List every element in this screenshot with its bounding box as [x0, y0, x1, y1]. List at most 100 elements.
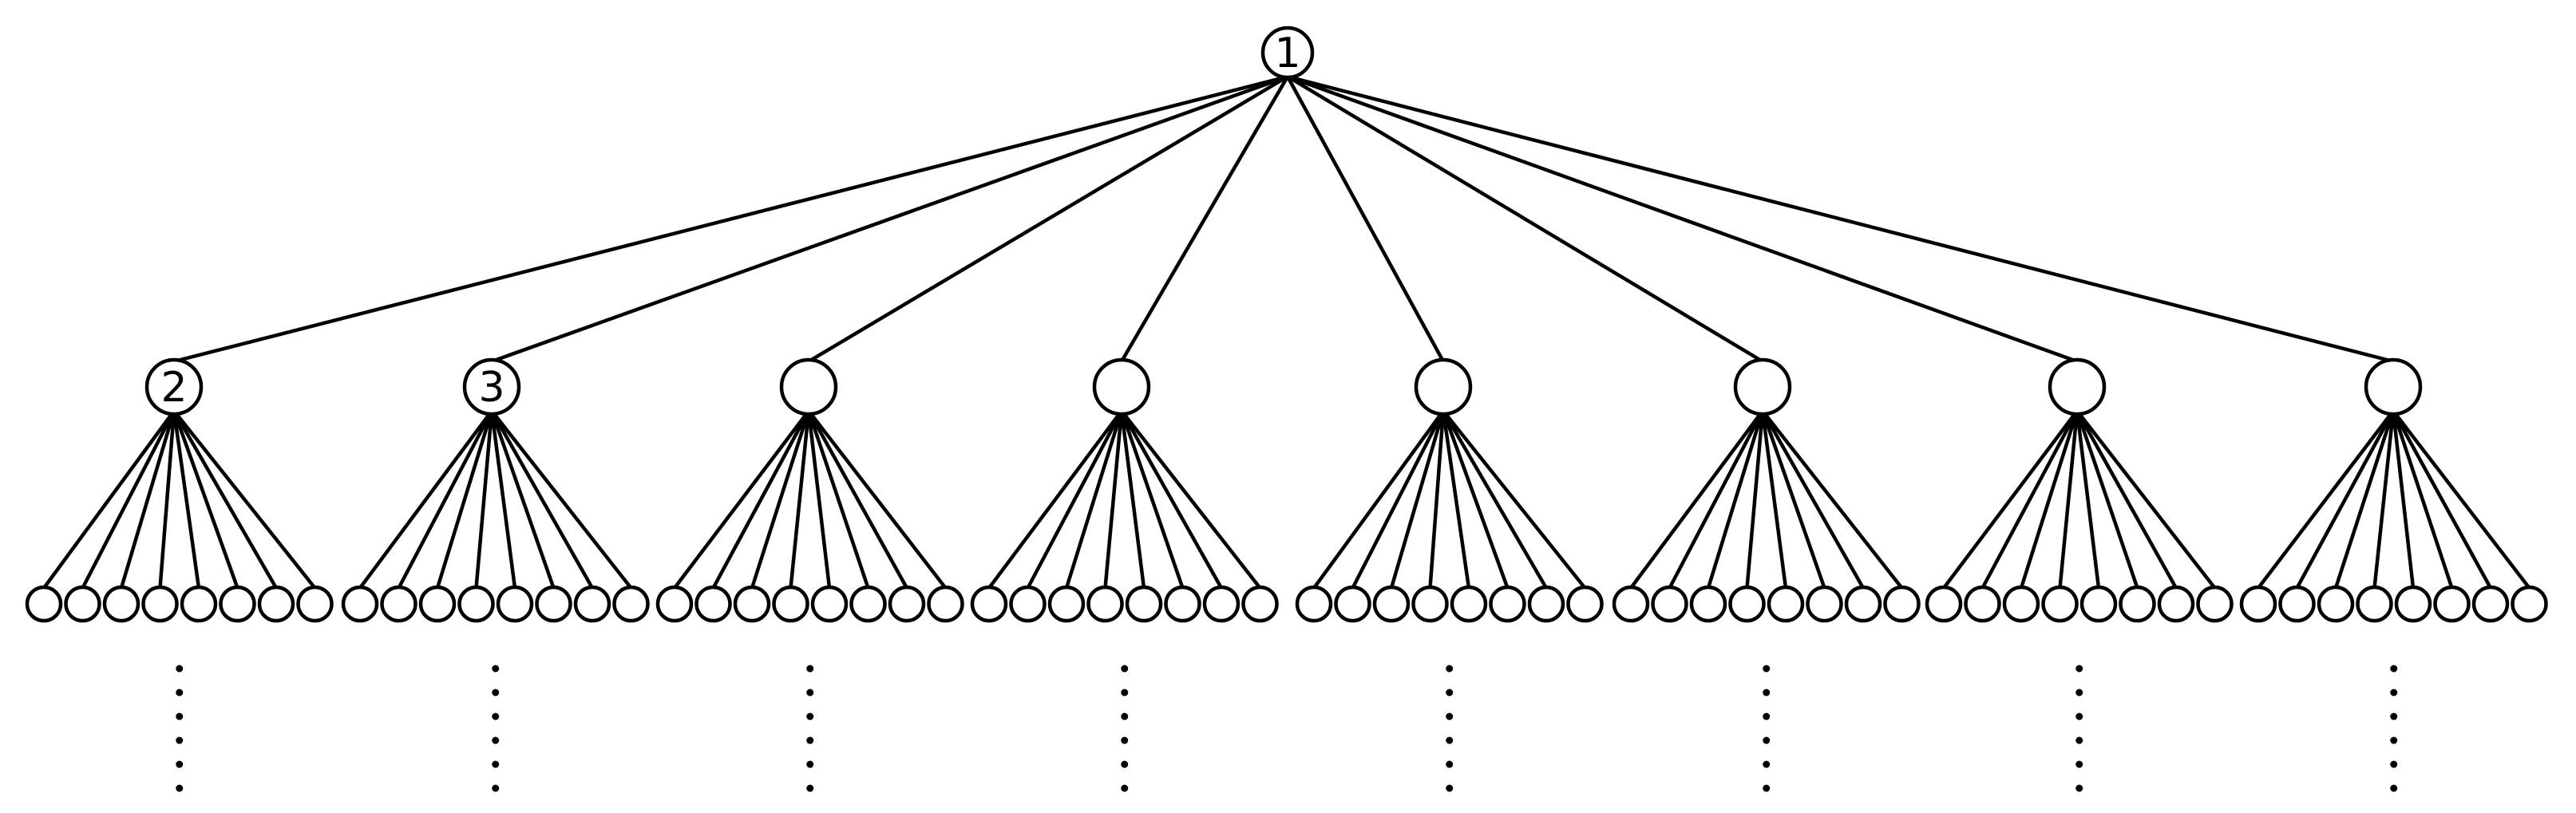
- leaf-node-2-5: [496, 585, 534, 623]
- leaf-node-4-3: [1047, 585, 1086, 623]
- leaf-node-4-4: [1086, 585, 1124, 623]
- leaf-node-8-7: [2471, 585, 2510, 623]
- leaf-node-8-3: [2317, 585, 2355, 623]
- leaf-node-3-8: [927, 585, 964, 623]
- edge-child-5-leaf-7: [1442, 409, 1548, 590]
- leaf-node-5-1: [1295, 585, 1333, 623]
- edge-child-3-leaf-5: [806, 410, 832, 589]
- edge-child-5-leaf-3: [1389, 410, 1446, 589]
- leaf-node-8-1: [2239, 585, 2277, 623]
- edge-child-7-leaf-2: [1980, 409, 2079, 590]
- edge-child-1-leaf-5: [172, 410, 201, 589]
- child-node-8: [2364, 357, 2423, 416]
- leaf-node-4-2: [1009, 585, 1047, 623]
- root-node-label: 1: [1274, 30, 1300, 77]
- child-node-7: [2048, 357, 2107, 416]
- edge-child-4-leaf-5: [1119, 410, 1146, 589]
- edge-child-8-leaf-2: [2295, 409, 2395, 590]
- edge-child-1-leaf-1: [42, 409, 176, 590]
- continuation-ellipsis-5: [1446, 665, 1454, 792]
- leaf-node-3-6: [849, 585, 887, 623]
- edge-child-1-leaf-6: [172, 410, 239, 589]
- edge-child-8-leaf-7: [2392, 409, 2492, 590]
- leaf-node-8-8: [2511, 585, 2548, 623]
- edge-root-child-5: [1286, 75, 1445, 363]
- leaf-node-7-6: [2119, 585, 2156, 623]
- edge-child-2-leaf-8: [490, 409, 633, 590]
- edge-child-2-leaf-4: [474, 410, 494, 589]
- edge-root-child-3: [807, 75, 1289, 363]
- child-node-2: 3: [462, 357, 521, 416]
- edge-child-7-leaf-1: [1942, 409, 2079, 590]
- edge-child-1-leaf-8: [172, 409, 317, 590]
- edge-child-6-leaf-2: [1668, 409, 1764, 590]
- edge-child-3-leaf-1: [673, 409, 810, 590]
- edge-child-1-leaf-7: [172, 409, 278, 590]
- continuation-ellipsis-3: [806, 665, 814, 792]
- leaf-node-2-7: [573, 585, 611, 623]
- leaf-node-4-1: [970, 585, 1008, 623]
- leaf-node-3-2: [694, 585, 732, 623]
- edge-root-child-2: [491, 74, 1288, 364]
- edge-child-4-leaf-7: [1120, 409, 1223, 590]
- edge-child-5-leaf-1: [1312, 409, 1445, 590]
- leaf-node-6-2: [1651, 585, 1688, 623]
- leaf-node-1-3: [102, 585, 140, 623]
- leaf-node-1-1: [25, 585, 63, 623]
- leaf-node-4-8: [1241, 585, 1279, 623]
- leaf-node-6-8: [1883, 585, 1921, 623]
- edge-child-3-leaf-2: [711, 409, 810, 590]
- leaf-node-7-2: [1964, 585, 2001, 623]
- leaf-node-6-7: [1844, 585, 1882, 623]
- edge-child-2-leaf-6: [489, 410, 556, 589]
- edge-child-5-leaf-4: [1428, 410, 1446, 589]
- edge-child-8-leaf-6: [2391, 410, 2454, 589]
- leaf-node-3-7: [888, 585, 926, 623]
- child-node-3: [779, 357, 838, 416]
- leaf-node-3-4: [772, 585, 809, 623]
- edge-child-1-leaf-4: [158, 410, 176, 589]
- edge-child-2-leaf-1: [358, 409, 493, 590]
- edge-child-8-leaf-1: [2257, 409, 2395, 590]
- edge-child-2-leaf-3: [435, 410, 494, 589]
- edge-child-4-leaf-1: [987, 409, 1123, 590]
- child-node-5: [1414, 357, 1473, 416]
- edge-child-2-leaf-2: [397, 409, 493, 590]
- edge-child-5-leaf-8: [1442, 409, 1587, 590]
- leaf-node-4-5: [1125, 585, 1163, 623]
- leaf-node-6-3: [1689, 585, 1727, 623]
- leaf-node-5-4: [1411, 585, 1449, 623]
- edge-child-3-leaf-8: [807, 409, 948, 590]
- child-node-2-label: 3: [478, 364, 505, 412]
- edge-child-7-leaf-7: [2075, 409, 2178, 590]
- leaf-node-3-5: [810, 585, 849, 623]
- edge-child-7-leaf-3: [2019, 410, 2079, 589]
- edge-child-3-leaf-7: [807, 409, 908, 590]
- edge-child-7-leaf-6: [2075, 410, 2139, 589]
- leaf-node-1-2: [64, 585, 101, 623]
- leaf-node-6-1: [1612, 585, 1650, 623]
- leaf-node-1-5: [180, 585, 218, 623]
- leaf-node-7-3: [2002, 585, 2040, 623]
- edge-root-child-7: [1287, 74, 2078, 364]
- continuation-ellipsis-4: [1121, 665, 1129, 792]
- edge-child-7-leaf-4: [2058, 410, 2079, 589]
- leaf-node-8-5: [2394, 585, 2432, 623]
- edge-child-8-leaf-5: [2391, 410, 2416, 589]
- edge-child-1-leaf-3: [119, 410, 176, 589]
- edge-child-8-leaf-3: [2333, 410, 2396, 589]
- edge-child-8-leaf-8: [2392, 409, 2531, 590]
- leaf-node-5-8: [1566, 585, 1604, 623]
- edge-root-child-8: [1287, 74, 2394, 364]
- leaf-node-1-4: [141, 585, 179, 623]
- leaf-node-8-6: [2433, 585, 2471, 623]
- edge-child-4-leaf-2: [1026, 409, 1123, 590]
- leaf-node-8-2: [2278, 585, 2316, 623]
- root-node: 1: [1260, 26, 1315, 80]
- child-node-4: [1092, 357, 1151, 416]
- leaf-node-6-5: [1767, 585, 1805, 623]
- leaf-node-2-8: [612, 585, 650, 623]
- leaf-node-2-3: [418, 585, 457, 623]
